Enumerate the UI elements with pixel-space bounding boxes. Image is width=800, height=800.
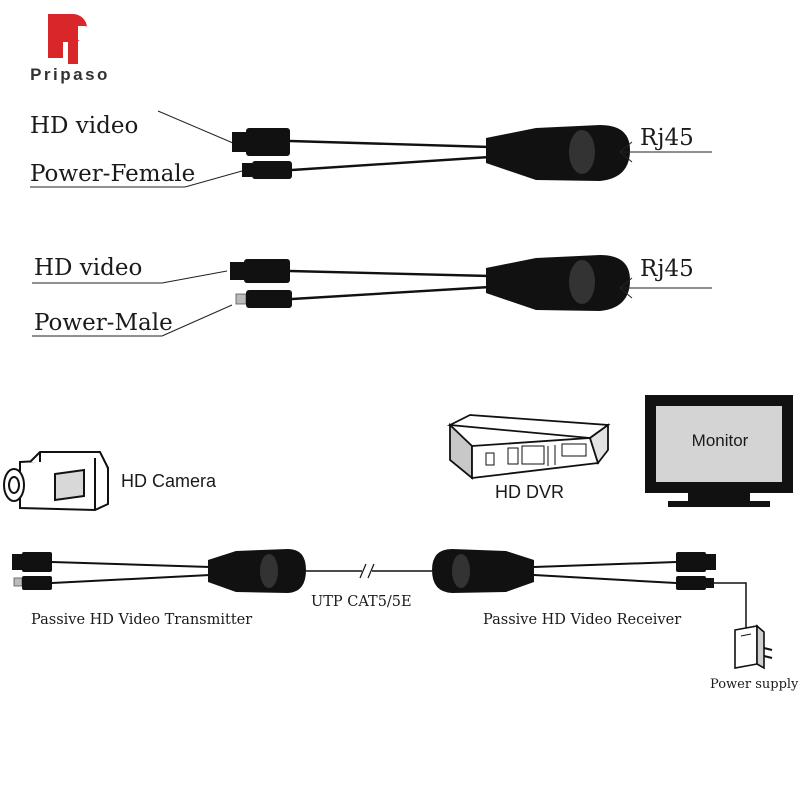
- power-adapter-icon: [734, 624, 773, 670]
- power-cable: [714, 582, 747, 630]
- bnc-connector-icon: [230, 259, 290, 283]
- rj45-label: Rj45: [640, 256, 694, 282]
- cable: [289, 139, 491, 149]
- cable: [51, 561, 211, 568]
- dc-male-connector-icon: [13, 576, 52, 590]
- dvr-icon: [446, 414, 611, 480]
- cable: [533, 574, 677, 584]
- bnc-connector-icon: [232, 128, 290, 156]
- balun-power-male: HD video Power-Male Rj45: [32, 255, 712, 337]
- cable: [291, 155, 491, 172]
- cable-break-icon: [367, 563, 375, 579]
- brand-name: Pripaso: [30, 65, 110, 84]
- receiver-assembly: [432, 549, 716, 593]
- arrowhead-icon: [619, 277, 633, 299]
- leader-line: [157, 110, 234, 144]
- dvr-label: HD DVR: [495, 482, 564, 502]
- dc-female-connector-icon: [242, 161, 292, 179]
- dc-female-connector-icon: [676, 576, 714, 590]
- leader-line: [161, 304, 233, 337]
- rj45-label: Rj45: [640, 125, 694, 151]
- cable: [289, 269, 491, 278]
- dc-male-connector-icon: [235, 290, 292, 308]
- bnc-connector-icon: [12, 552, 52, 572]
- balun-body-icon: [486, 255, 630, 311]
- power-supply-label: Power supply: [710, 677, 799, 692]
- power-label: Power-Male: [34, 310, 173, 336]
- bnc-connector-icon: [676, 552, 716, 572]
- leader-line: [184, 170, 243, 188]
- cable: [291, 285, 491, 301]
- video-label: HD video: [30, 113, 138, 139]
- monitor-label: Monitor: [692, 431, 749, 450]
- receiver-label: Passive HD Video Receiver: [483, 612, 681, 628]
- camera-icon: [3, 451, 109, 512]
- video-label: HD video: [34, 255, 142, 281]
- cable: [51, 574, 211, 584]
- camera-label: HD Camera: [121, 471, 217, 491]
- cable-break-icon: [359, 563, 367, 579]
- power-label: Power-Female: [30, 161, 195, 187]
- cable-label: UTP CAT5/5E: [311, 594, 412, 610]
- brand-logo: Pripaso: [30, 14, 110, 84]
- balun-power-female: HD video Power-Female Rj45: [30, 110, 712, 188]
- leader-line: [161, 270, 228, 284]
- transmitter-body-icon: [208, 549, 306, 593]
- transmitter-label: Passive HD Video Transmitter: [31, 612, 252, 628]
- receiver-body-icon: [432, 549, 534, 593]
- monitor-icon: [645, 395, 793, 507]
- balun-body-icon: [486, 125, 630, 181]
- cable: [533, 561, 677, 568]
- logo-mark-icon: [48, 14, 91, 64]
- transmitter-assembly: [12, 549, 306, 593]
- arrowhead-icon: [619, 141, 633, 163]
